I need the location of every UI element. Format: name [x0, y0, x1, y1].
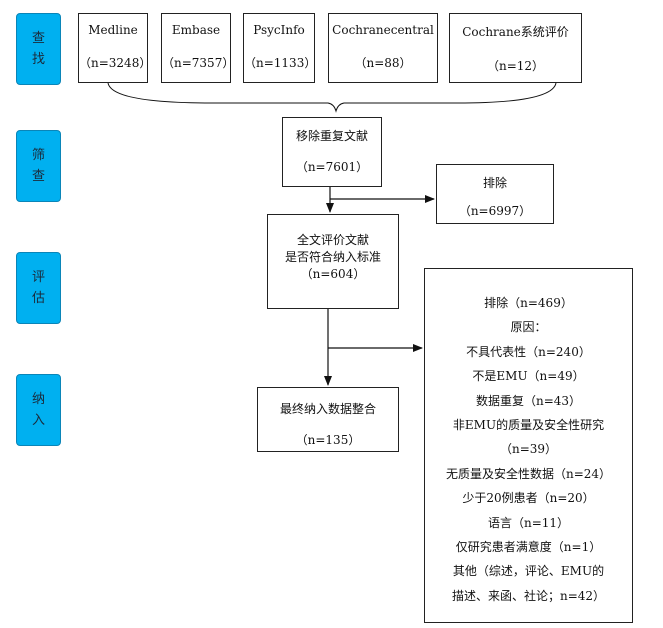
box-final-included: 最终纳入数据整合 （n=135）	[257, 387, 399, 452]
source-psycinfo: PsycInfo （n=1133）	[243, 13, 317, 83]
reason-item: 描述、来函、社论；n=42）	[451, 588, 606, 603]
source-count: （n=1133）	[244, 56, 317, 70]
source-name: Embase	[171, 23, 221, 37]
stage-search: 查 找	[16, 13, 61, 85]
source-medline: Medline （n=3248）	[78, 13, 152, 83]
reason-item: 非EMU的质量及安全性研究	[452, 418, 605, 433]
stage-assess-char-2: 估	[31, 291, 45, 306]
box-line-1: 全文评价文献	[296, 233, 369, 247]
box-title: 排除	[482, 176, 507, 190]
excluded-title: 排除（n=469）	[484, 296, 573, 310]
box-count: （n=604）	[300, 267, 366, 281]
stage-screen: 筛 查	[16, 130, 61, 202]
source-merge-brace	[107, 82, 557, 113]
stage-search-char-1: 查	[31, 31, 45, 46]
reason-item: 不是EMU（n=49）	[472, 369, 585, 384]
stage-include: 纳 入	[16, 374, 61, 446]
source-count: （n=3248）	[79, 56, 152, 70]
box-title: 最终纳入数据整合	[279, 402, 376, 416]
reason-item: 语言（n=11）	[487, 515, 570, 530]
source-count: （n=12）	[486, 59, 545, 73]
reason-item: （n=39）	[499, 442, 558, 457]
box-remove-duplicates: 移除重复文献 （n=7601）	[282, 117, 382, 187]
reason-item: 不具代表性（n=240）	[466, 344, 591, 359]
reason-header: 原因：	[510, 320, 547, 335]
box-count: （n=7601）	[295, 160, 369, 174]
box-line-2: 是否符合纳入标准	[284, 250, 381, 264]
reason-item: 其他（综述，评论、EMU的	[452, 564, 605, 579]
reason-item: 仅研究患者满意度（n=1）	[455, 540, 602, 555]
reason-item: 无质量及安全性数据（n=24）	[445, 466, 612, 481]
box-fulltext-assessment: 全文评价文献 是否符合纳入标准 （n=604）	[267, 214, 399, 309]
box-title: 移除重复文献	[295, 129, 368, 143]
reason-item: 数据重复（n=43）	[475, 393, 582, 408]
source-count: （n=88）	[354, 56, 412, 70]
stage-assess: 评 估	[16, 252, 61, 324]
box-count: （n=6997）	[458, 204, 532, 218]
source-count: （n=7357）	[162, 56, 235, 70]
box-excluded-screening: 排除 （n=6997）	[436, 164, 554, 224]
source-name: PsycInfo	[253, 23, 305, 37]
source-cochrane-reviews: Cochrane系统评价 （n=12）	[449, 13, 582, 83]
source-name: Medline	[88, 23, 138, 37]
source-embase: Embase （n=7357）	[161, 13, 235, 83]
stage-assess-char-1: 评	[31, 270, 45, 285]
stage-include-char-1: 纳	[31, 392, 45, 407]
reason-item: 少于20例患者（n=20）	[462, 491, 595, 506]
stage-include-char-2: 入	[31, 413, 45, 428]
source-name: Cochranecentral	[332, 23, 434, 37]
box-count: （n=135）	[295, 433, 361, 447]
box-excluded-fulltext: 排除（n=469） 原因： 不具代表性（n=240） 不是EMU（n=49） 数…	[424, 268, 633, 623]
stage-screen-char-2: 查	[31, 169, 45, 184]
stage-screen-char-1: 筛	[31, 148, 45, 163]
stage-search-char-2: 找	[31, 52, 45, 67]
source-cochranecentral: Cochranecentral （n=88）	[328, 13, 438, 83]
source-name: Cochrane系统评价	[462, 25, 569, 39]
